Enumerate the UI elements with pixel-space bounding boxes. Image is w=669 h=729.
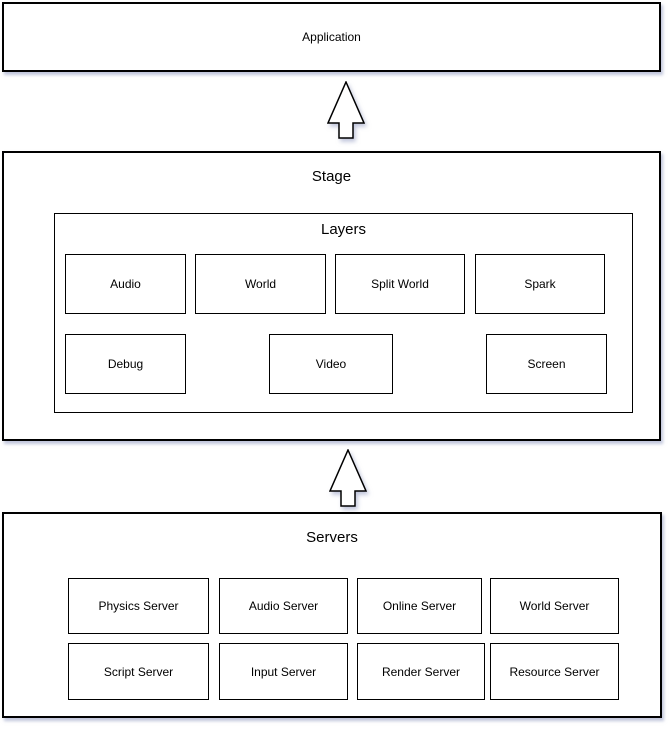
up-arrow-icon — [327, 81, 365, 139]
stage-title: Stage — [311, 168, 352, 185]
node-online-server: Online Server — [357, 578, 482, 634]
layer-label: Debug — [107, 357, 144, 371]
application-label: Application — [302, 30, 361, 44]
layer-label: World — [244, 277, 277, 291]
layer-label: Split World — [371, 277, 429, 291]
layers-title: Layers — [320, 221, 367, 238]
node-layer-world: World — [195, 254, 326, 314]
node-audio-server: Audio Server — [219, 578, 348, 634]
node-layer-split-world: Split World — [335, 254, 465, 314]
layer-label: Video — [315, 357, 347, 371]
layer-label: Audio — [110, 277, 141, 291]
node-layer-video: Video — [269, 334, 393, 394]
server-label: Audio Server — [248, 599, 319, 613]
up-arrow-icon — [329, 449, 367, 507]
layer-label: Spark — [524, 277, 556, 291]
server-label: Physics Server — [98, 599, 179, 613]
server-label: Input Server — [250, 664, 317, 679]
layer-label: Screen — [527, 357, 566, 371]
node-layer-debug: Debug — [65, 334, 186, 394]
node-layer-screen: Screen — [486, 334, 607, 394]
node-render-server: Render Server — [357, 643, 485, 700]
servers-title: Servers — [306, 529, 358, 546]
node-application: Application — [2, 2, 661, 72]
node-servers: Servers Physics Server Audio Server Onli… — [2, 512, 662, 718]
node-layer-audio: Audio — [65, 254, 186, 314]
node-world-server: World Server — [490, 578, 619, 634]
server-label: Script Server — [103, 664, 174, 679]
node-layers: Layers Audio World Split World Spark Deb… — [54, 213, 633, 413]
node-physics-server: Physics Server — [68, 578, 209, 634]
node-resource-server: Resource Server — [490, 643, 619, 700]
server-label: Resource Server — [509, 664, 600, 679]
node-script-server: Script Server — [68, 643, 209, 700]
server-label: World Server — [519, 599, 590, 613]
node-input-server: Input Server — [219, 643, 348, 700]
server-label: Render Server — [381, 664, 461, 679]
node-layer-spark: Spark — [475, 254, 605, 314]
server-label: Online Server — [382, 599, 457, 613]
node-stage: Stage Layers Audio World Split World Spa… — [2, 151, 661, 441]
